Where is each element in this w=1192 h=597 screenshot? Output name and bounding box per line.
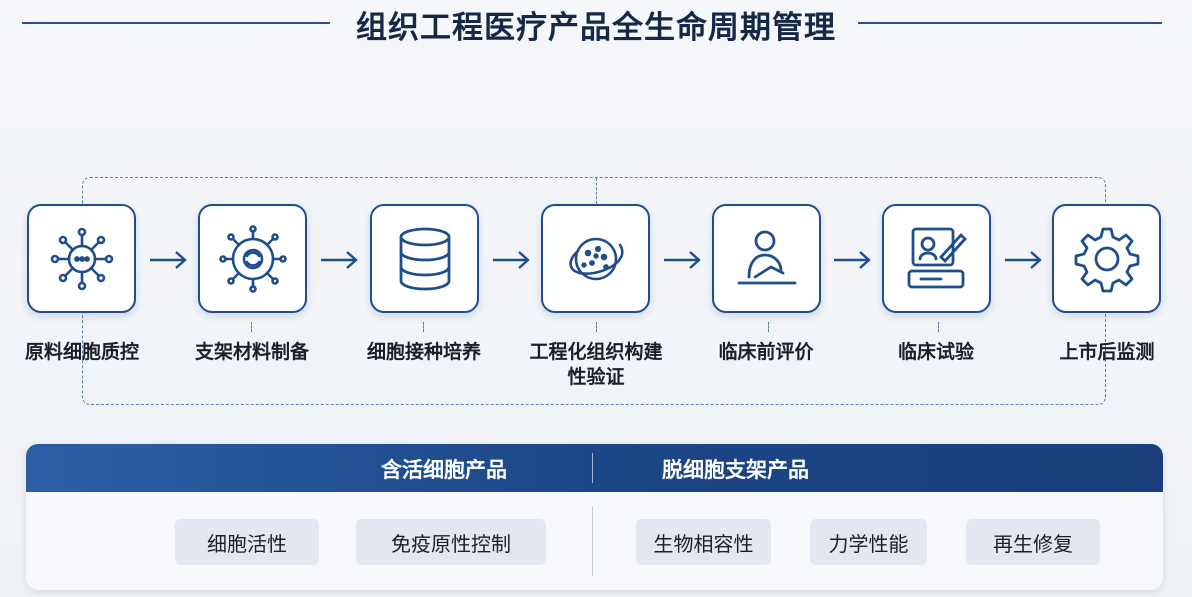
step-label-line2: 性验证 — [567, 366, 625, 388]
step-tissue-construct — [541, 204, 650, 313]
step-label: 工程化组织构建 性验证 — [516, 340, 676, 390]
step-label-line1: 工程化组织构建 — [529, 341, 663, 363]
chip-cell-viability: 细胞活性 — [175, 519, 319, 565]
step-post-market — [1052, 204, 1161, 313]
arrow-right-icon — [834, 251, 871, 269]
step-label: 上市后监测 — [1059, 341, 1155, 363]
step-label: 临床试验 — [897, 341, 974, 363]
step-scaffold-prep — [198, 204, 307, 313]
arrow-right-icon — [150, 251, 187, 269]
step-label: 原料细胞质控 — [24, 341, 139, 363]
step-label: 临床前评价 — [718, 341, 814, 363]
planet-tissue-icon — [568, 237, 623, 280]
step-clinical-trial — [882, 204, 991, 313]
loop-tick — [596, 322, 597, 332]
chip-immunogenicity-control: 免疫原性控制 — [356, 519, 546, 565]
database-culture-icon — [399, 227, 450, 290]
loop-tick — [768, 322, 769, 332]
arrow-right-icon — [321, 251, 358, 269]
person-desk-icon — [737, 230, 796, 284]
chip-regenerative-repair: 再生修复 — [966, 519, 1100, 565]
gear-scaffold-icon — [218, 224, 287, 293]
arrow-right-icon — [493, 251, 530, 269]
loop-connector-top — [596, 178, 597, 204]
step-cell-seeding — [370, 204, 479, 313]
clipboard-pen-icon — [907, 227, 967, 288]
body-divider — [592, 506, 593, 576]
loop-tick — [251, 322, 252, 332]
title-rule-right — [858, 22, 1162, 24]
title-rule-left — [22, 22, 330, 24]
panel-header: 含活细胞产品 脱细胞支架产品 — [26, 444, 1163, 492]
product-category-panel: 含活细胞产品 脱细胞支架产品 细胞活性 免疫原性控制 生物相容性 力学性能 再生… — [26, 444, 1163, 590]
title-bar: 组织工程医疗产品全生命周期管理 — [0, 0, 1192, 46]
step-raw-cell-qc — [27, 204, 136, 313]
chip-mechanical-properties: 力学性能 — [810, 519, 927, 565]
living-cell-product-heading: 含活细胞产品 — [381, 458, 507, 482]
arrow-right-icon — [1005, 251, 1042, 269]
step-preclinical — [712, 204, 821, 313]
arrow-right-icon — [664, 251, 701, 269]
decellularized-scaffold-heading: 脱细胞支架产品 — [662, 458, 809, 482]
cell-virus-icon — [50, 227, 113, 290]
gear-icon — [1074, 227, 1139, 292]
header-divider — [592, 453, 593, 483]
loop-tick — [938, 322, 939, 332]
loop-tick — [423, 322, 424, 332]
step-label: 支架材料制备 — [194, 341, 309, 363]
step-label: 细胞接种培养 — [366, 341, 481, 363]
chip-biocompatibility: 生物相容性 — [636, 519, 771, 565]
page-title: 组织工程医疗产品全生命周期管理 — [356, 10, 836, 46]
